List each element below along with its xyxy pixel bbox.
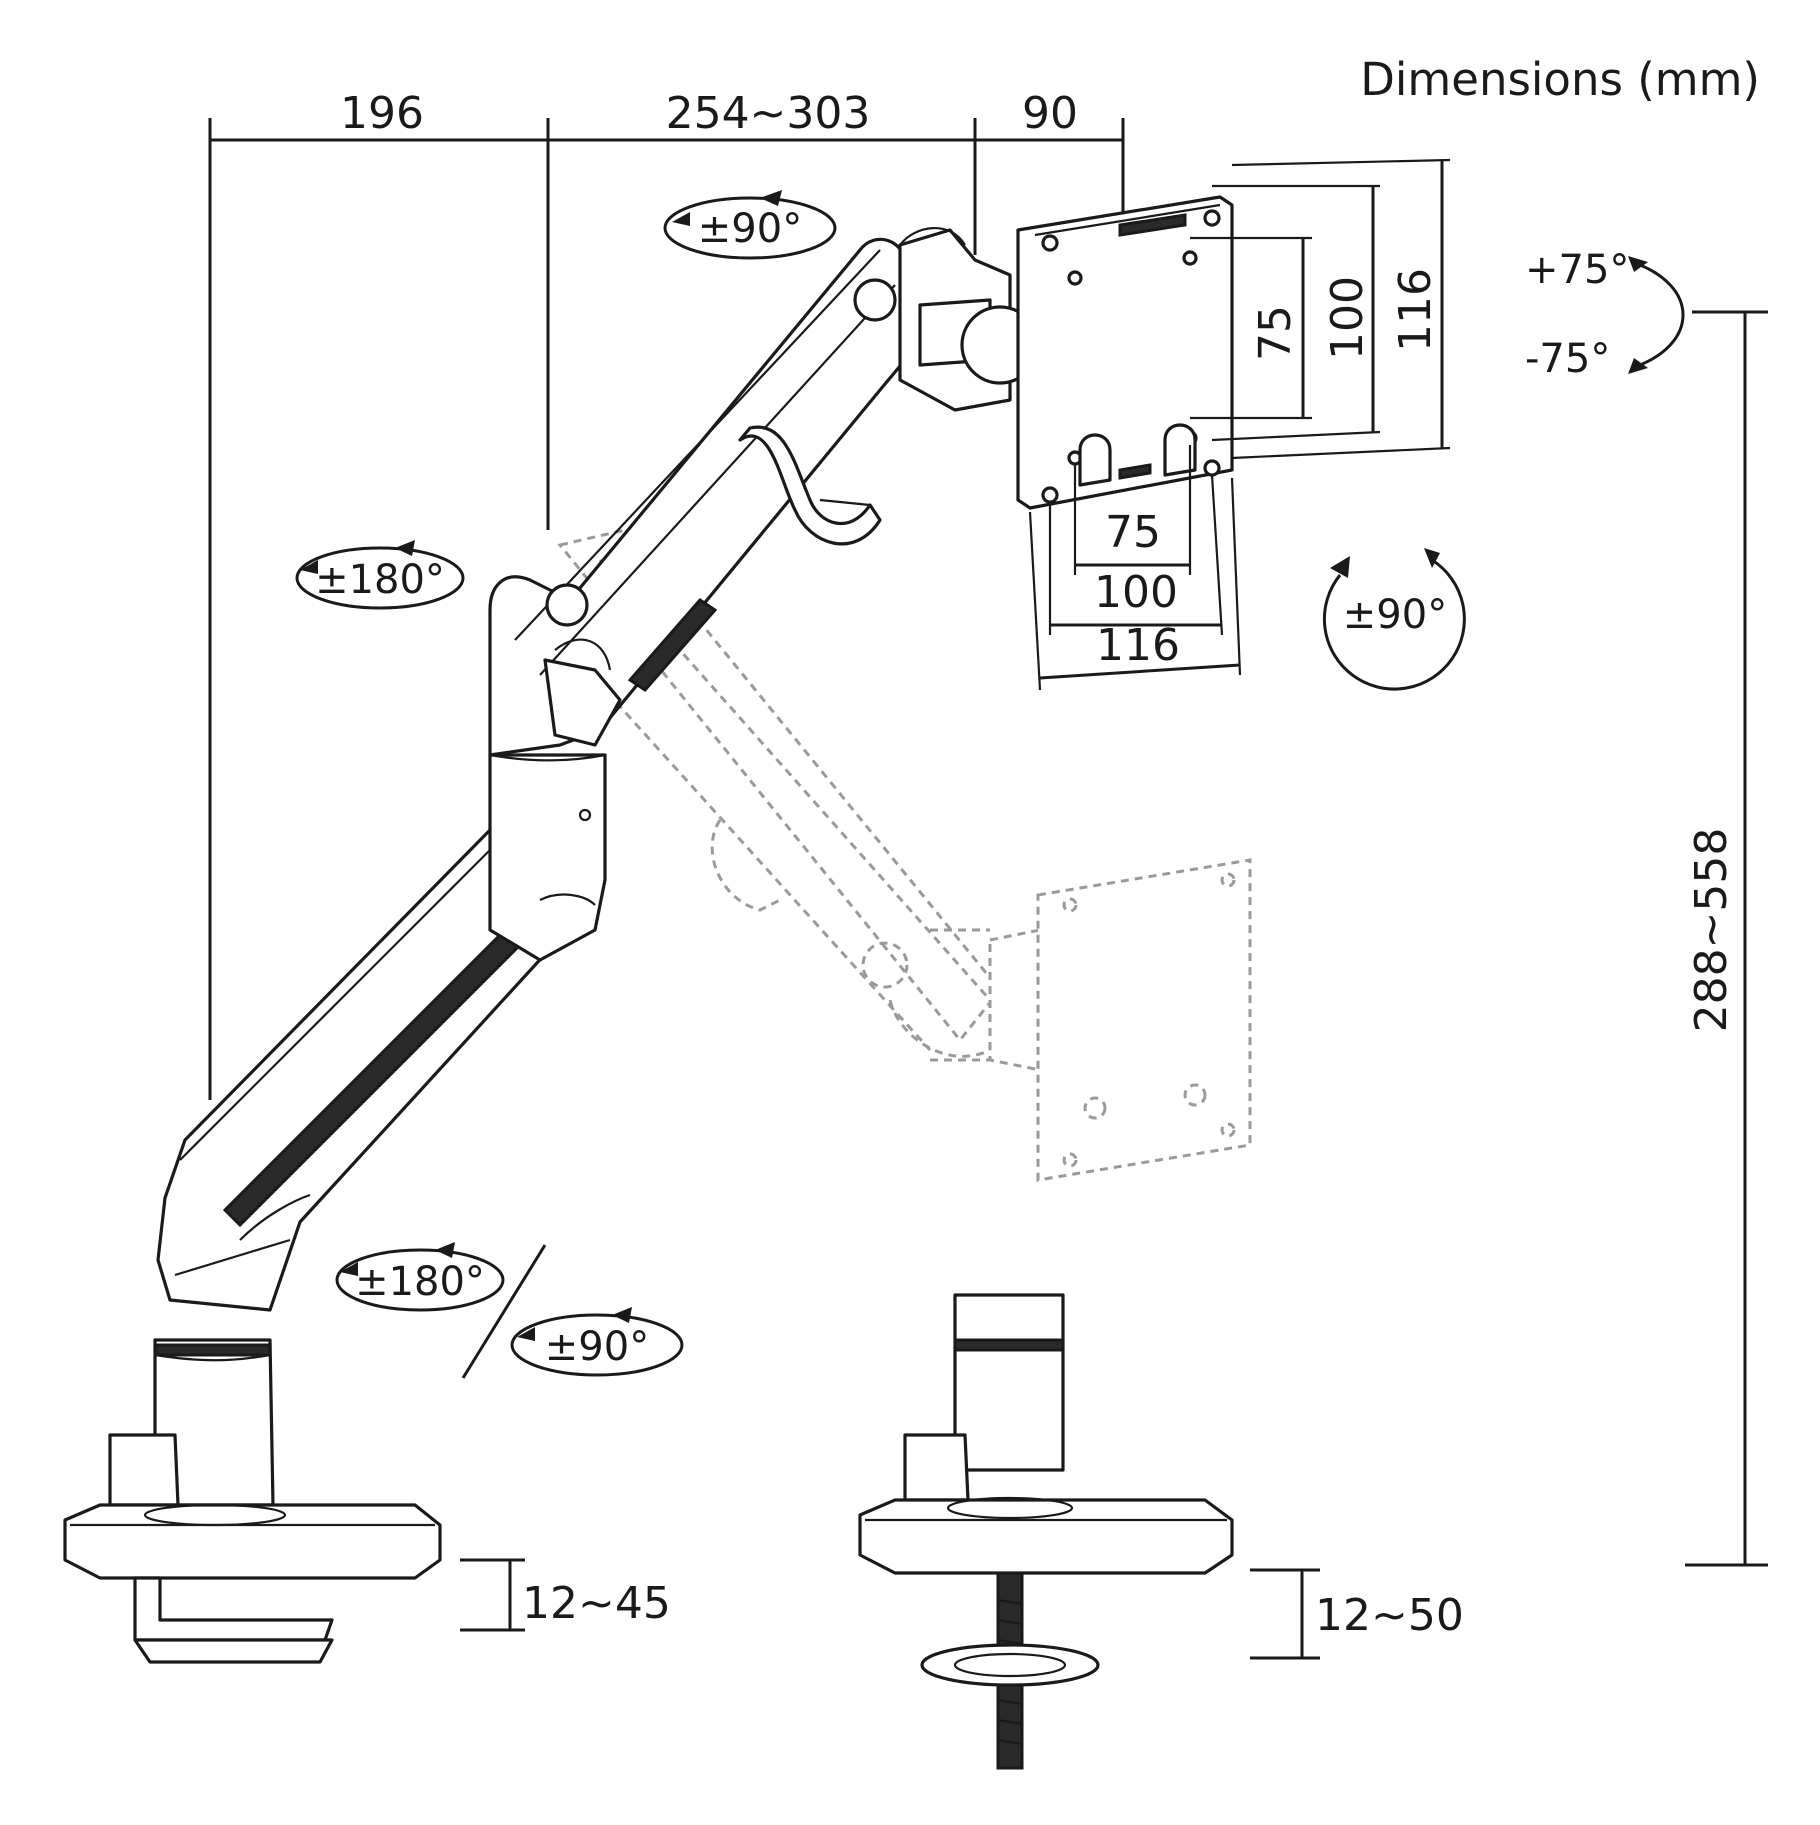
head-swivel-label: ±90° (698, 206, 802, 252)
tilt-arc (1628, 256, 1685, 374)
ghost-lowered-arm (557, 528, 1252, 1182)
vesa-plate (1016, 195, 1234, 510)
height-dimension (1685, 310, 1768, 1567)
joint-column (488, 753, 607, 962)
head-swivel-ellipse (663, 190, 837, 260)
base-arm-swivel-ellipse (510, 1307, 684, 1377)
vesa-vertical-dims (1190, 158, 1451, 460)
top-dimension-lines (208, 118, 1125, 1100)
upper-arm (488, 237, 907, 757)
clamp-thickness-label: 12~45 (522, 1578, 671, 1629)
tilt-up-label: +75° (1525, 247, 1629, 293)
elbow-swivel-ellipse (295, 540, 465, 610)
dim-90: 90 (1022, 88, 1078, 139)
vesa-horizontal-75: 75 (1105, 507, 1161, 558)
grommet-thickness-dim (1250, 1568, 1320, 1660)
clamp-thickness-dim (460, 1558, 525, 1632)
grommet-thickness-label: 12~50 (1315, 1590, 1464, 1641)
grommet-base (858, 1293, 1234, 1770)
dim-height-range: 288~558 (1686, 828, 1737, 1033)
dim-196: 196 (340, 88, 424, 139)
vesa-vertical-75: 75 (1250, 305, 1301, 361)
screen-rotate-label: ±90° (1343, 592, 1447, 638)
vesa-horizontal-100: 100 (1094, 567, 1178, 618)
vesa-vertical-116: 116 (1390, 268, 1441, 352)
vesa-horizontal-dims (1028, 445, 1242, 691)
cable-clip (738, 425, 882, 546)
base-swivel-label: ±180° (355, 1259, 485, 1305)
tilt-joint (898, 227, 1040, 412)
separator-slash (461, 1244, 547, 1379)
vesa-horizontal-116: 116 (1096, 620, 1180, 671)
rotate-circle (1322, 548, 1466, 691)
dim-arm-reach: 254~303 (666, 88, 871, 139)
elbow-swivel-label: ±180° (315, 557, 445, 603)
vesa-vertical-100: 100 (1322, 276, 1373, 360)
tilt-down-label: -75° (1525, 336, 1610, 382)
base-swivel-ellipse (335, 1242, 505, 1312)
clamp-base (63, 1338, 442, 1664)
diagram-title: Dimensions (mm) (1360, 53, 1760, 106)
base-arm-swivel-label: ±90° (545, 1324, 649, 1370)
